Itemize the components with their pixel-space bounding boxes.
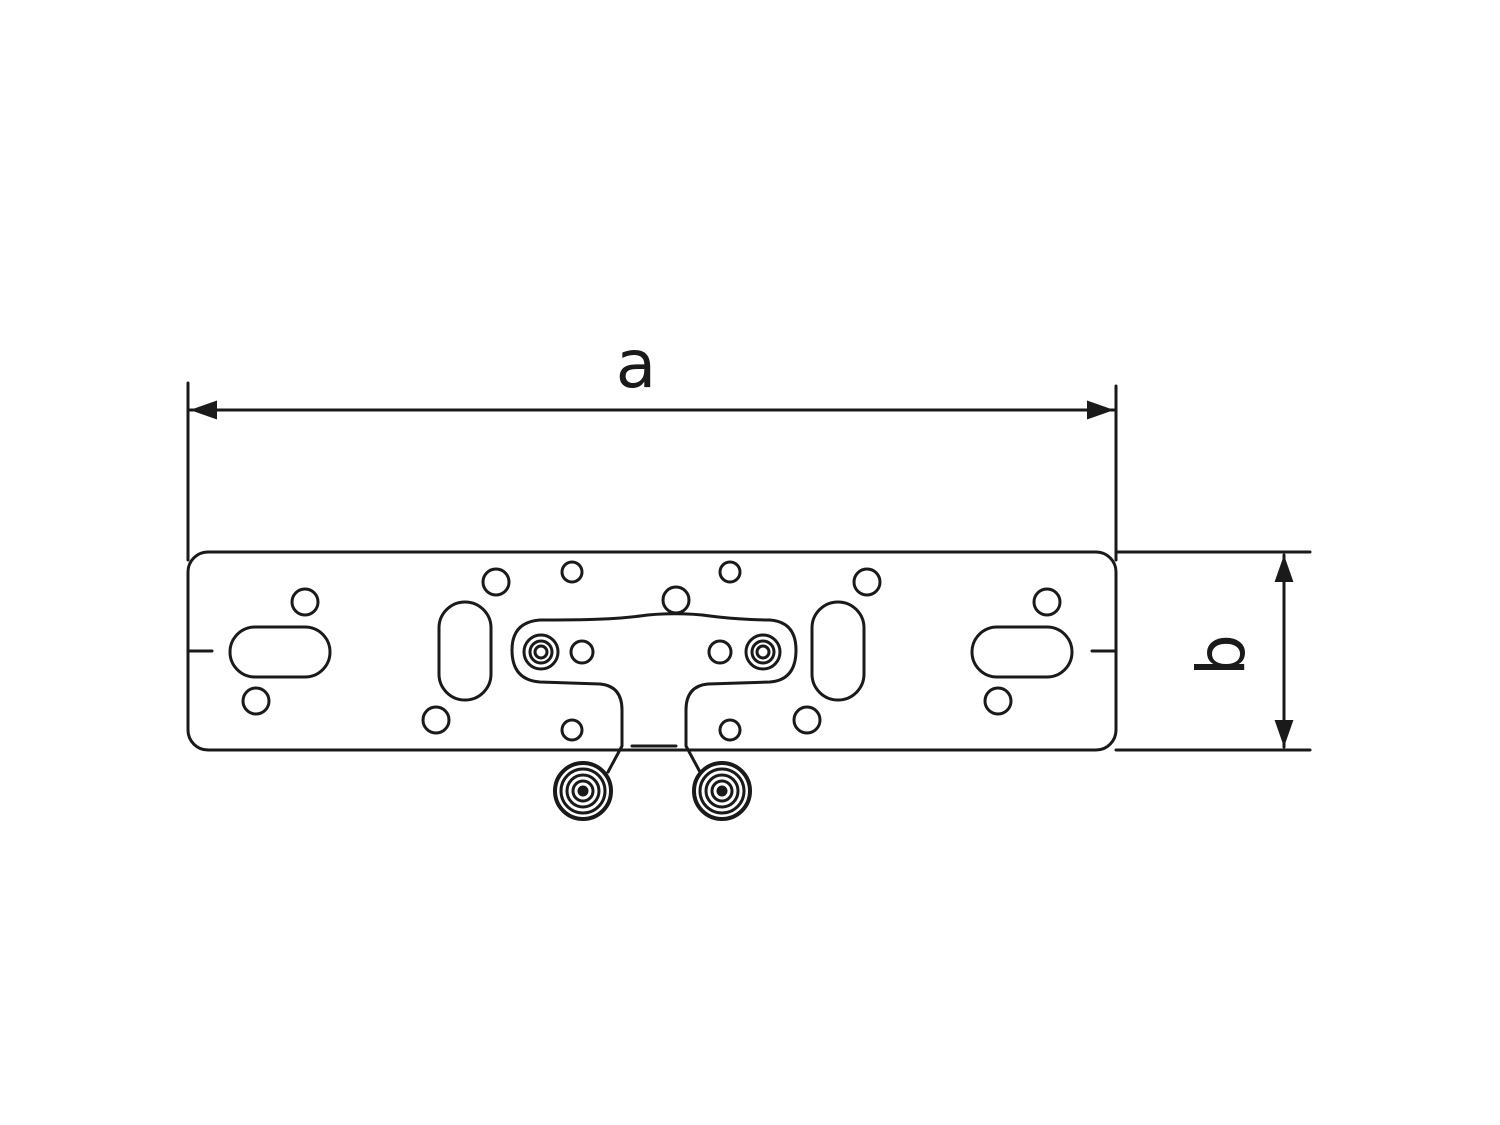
spring-clip [510,612,798,774]
dimension-b [1114,550,1312,752]
mounting-holes [241,560,1062,742]
hole [481,567,511,597]
hole [560,718,584,742]
hole [421,705,451,735]
slot-inner-right [810,600,866,702]
hole [290,587,320,617]
roller-right [692,761,752,821]
rivet-right [744,633,782,671]
dimension-label-b: b [1183,634,1260,676]
hole [852,567,882,597]
hole [792,705,822,735]
hole [569,639,595,665]
dimension-a [186,381,1118,562]
hole [661,585,691,615]
dimension-label-a: a [616,326,656,403]
hole [560,560,584,584]
rivet-left [522,633,560,671]
roller-left [553,761,613,821]
slot-inner-left [437,600,493,702]
hole [983,686,1013,716]
bracket-plate [186,550,1118,752]
hole [707,639,733,665]
slot-left [228,625,332,679]
hole [718,718,742,742]
hole [718,560,742,584]
slot-right [970,625,1074,679]
hole [1032,587,1062,617]
hole [241,686,271,716]
